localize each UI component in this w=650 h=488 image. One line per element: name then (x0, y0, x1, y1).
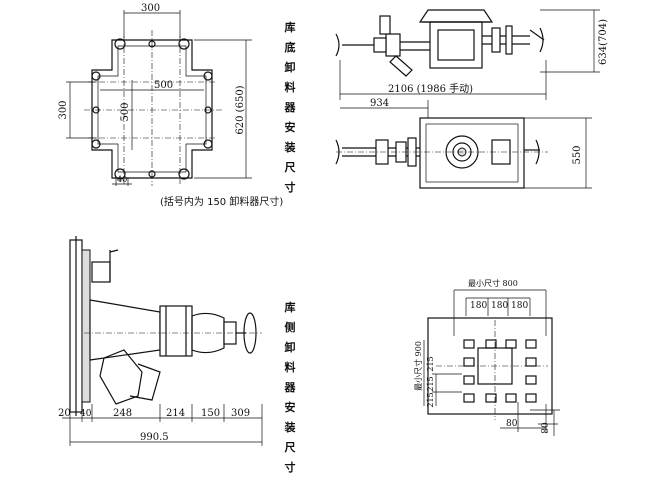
dim-215-a: 215 (426, 356, 435, 371)
dim-80-vertical: 80 (541, 422, 551, 434)
dim-150: 150 (201, 408, 220, 419)
dim-214: 214 (166, 408, 185, 419)
dim-180-b: 180 (491, 301, 508, 311)
drawing-caption: (括号内为 150 卸料器尺寸) (160, 197, 284, 208)
dim-550: 550 (572, 145, 583, 164)
dim-20: 20 (58, 408, 71, 419)
bottom-discharger-label: 库底卸料器安装尺寸 (284, 21, 296, 194)
dim-2106: 2106 (1986 手动) (388, 82, 473, 95)
dim-500-horizontal: 500 (154, 80, 173, 91)
dim-40-top: 40 (117, 175, 127, 184)
min-size-800: 最小尺寸 800 (468, 278, 518, 288)
dim-215-c: 215 (426, 392, 435, 407)
dim-934: 934 (370, 98, 389, 109)
bottom-discharger-plan: 300 500 500 300 (58, 3, 252, 186)
dim-309: 309 (231, 408, 250, 419)
side-discharger-elevation: 20 40 248 214 150 309 990.5 (58, 236, 263, 446)
dim-990-5: 990.5 (140, 432, 169, 443)
dim-620-650: 620 (650) (235, 85, 246, 134)
dim-80-horizontal: 80 (506, 419, 518, 429)
dim-40-bottom: 40 (80, 409, 92, 419)
dim-180-a: 180 (470, 301, 487, 311)
dim-248: 248 (113, 408, 132, 419)
min-size-900: 最小尺寸 900 (413, 341, 423, 391)
dim-634-704: 634(704) (598, 19, 609, 65)
dim-300-top: 300 (141, 3, 160, 14)
side-discharger-label: 库侧卸料器安装尺寸 (284, 301, 296, 474)
dim-500-vertical: 500 (120, 102, 131, 121)
side-bolt-pattern: 最小尺寸 800 180 180 180 最小尺寸 900 215 (413, 278, 560, 436)
dim-180-c: 180 (511, 301, 528, 311)
dim-300-left: 300 (58, 100, 69, 119)
dim-215-b: 215 (426, 376, 435, 391)
bottom-discharger-elevation: 634(704) 2106 (1986 手动) 934 550 (335, 9, 609, 189)
